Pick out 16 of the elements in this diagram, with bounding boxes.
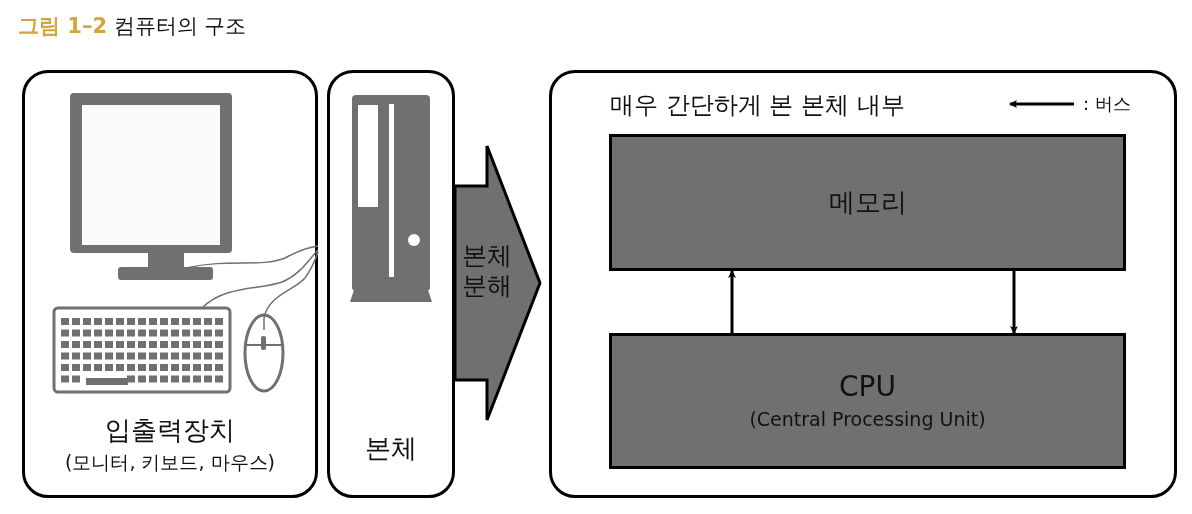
diagram-panel: [549, 70, 1177, 498]
box-label: CPU: [838, 370, 897, 403]
legend-text: : 버스: [1083, 92, 1131, 116]
bus-arrow: [1010, 271, 1018, 334]
box-label: 메모리: [827, 186, 908, 219]
block-arrow: [453, 144, 542, 422]
box-subtitle: (Central Processing Unit): [748, 408, 987, 430]
cpu-box: [609, 333, 1126, 469]
panel-title: 매우 간단하게 본 본체 내부: [610, 90, 905, 121]
memory-box: [609, 134, 1126, 271]
panel-title: 본체: [364, 432, 418, 465]
figure-title: 그림 1–2 컴퓨터의 구조: [18, 13, 247, 40]
edge-label: 본체 분해: [461, 241, 513, 301]
bus-arrow: [728, 270, 736, 333]
panel-subtitle: (모니터, 키보드, 마우스): [64, 450, 276, 475]
panel-title: 입출력장치: [104, 414, 236, 447]
